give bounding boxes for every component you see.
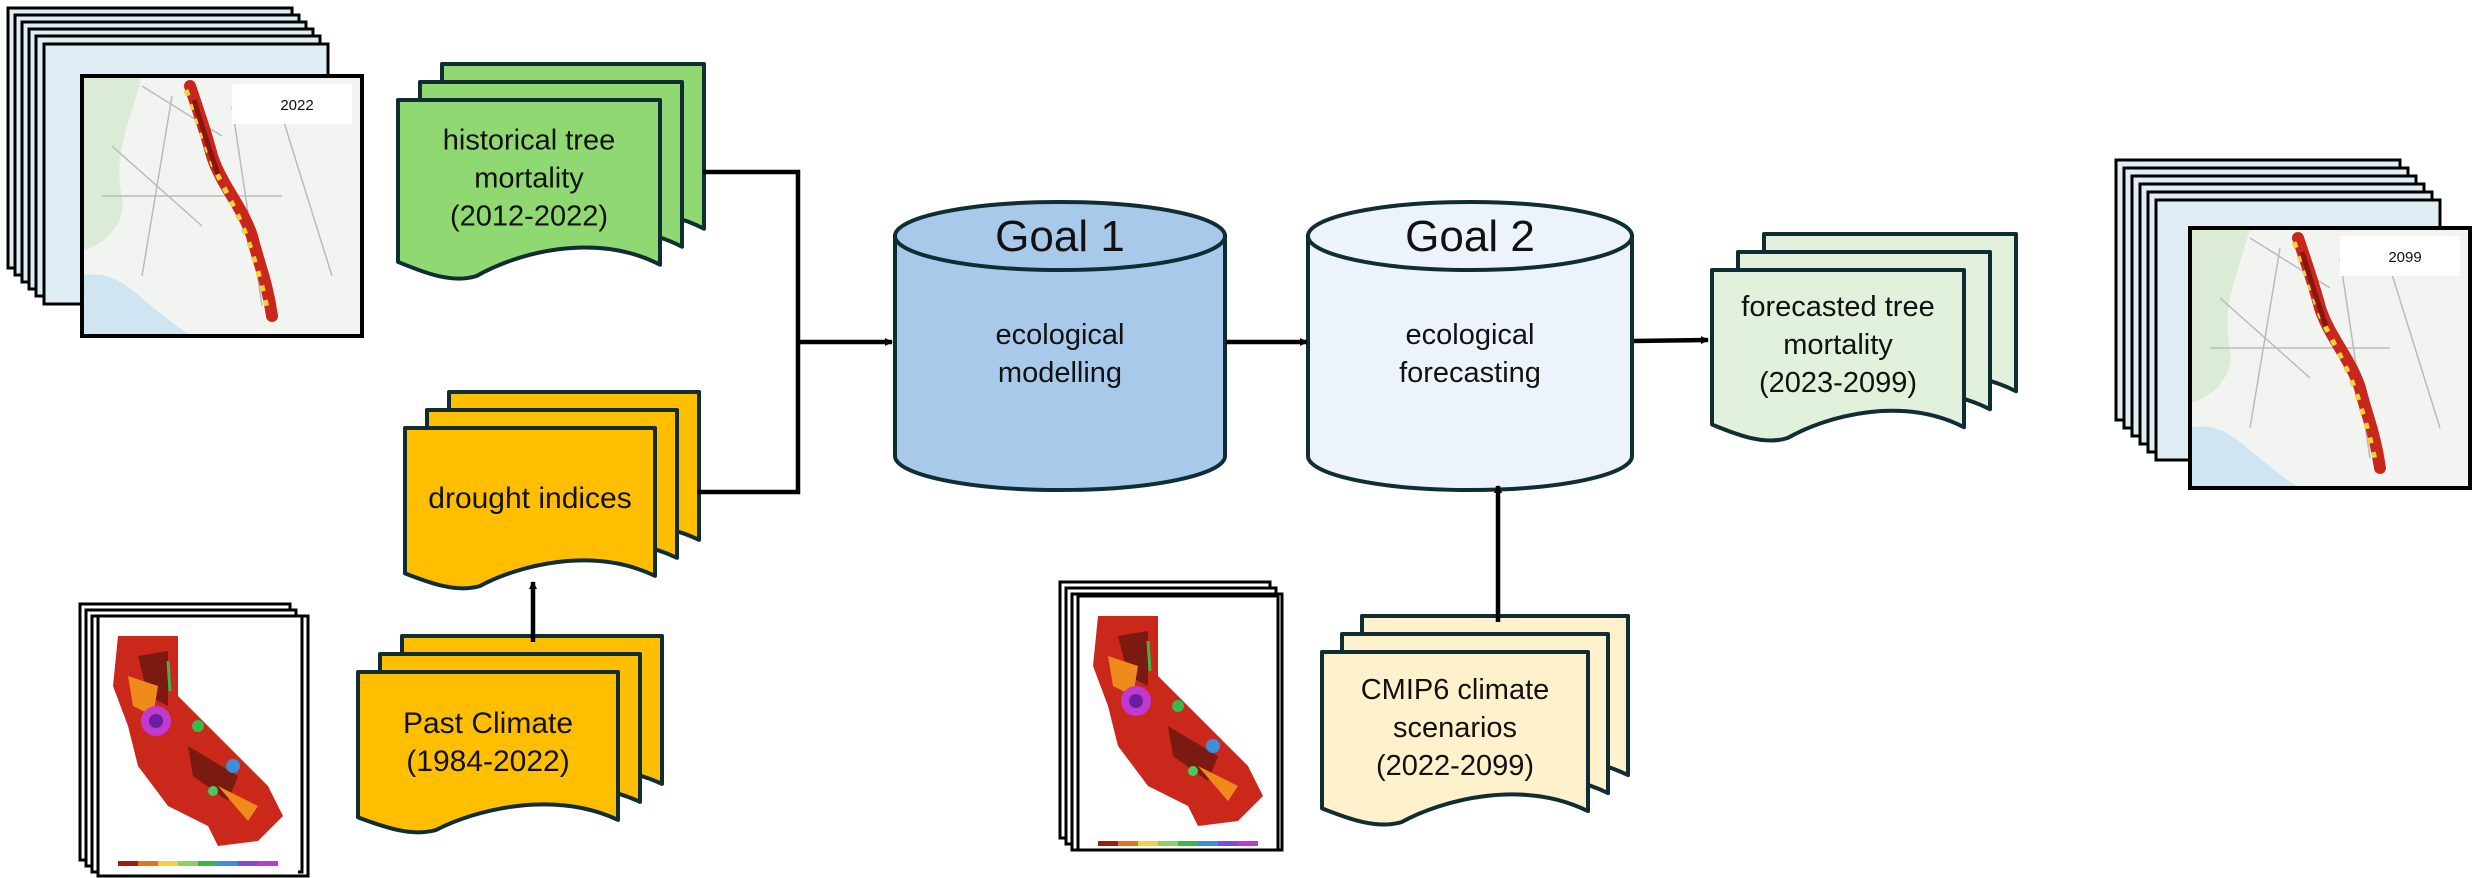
doc-label-line: (1984-2022): [406, 745, 569, 778]
connector-drought-to-merge: [697, 342, 801, 495]
doc-historical-mortality: historical tree mortality (2012-2022): [396, 62, 706, 281]
doc-label-line: (2023-2099): [1759, 367, 1917, 399]
mortality-map-2099: 2099: [2190, 228, 2470, 488]
doc-sheet: [403, 426, 657, 591]
cylinder-label-line: modelling: [998, 357, 1122, 389]
cylinder-label-line: ecological: [996, 319, 1125, 351]
forecast-mortality-map-stack: 2099: [2114, 158, 2470, 488]
map-year-label: 2022: [280, 97, 313, 114]
doc-cmip6-scenarios: CMIP6 climate scenarios (2022-2099): [1320, 614, 1630, 827]
map-year-label: 2099: [2388, 249, 2421, 266]
connectors: [529, 169, 1709, 642]
doc-sheet: [356, 670, 620, 835]
cylinder-title: Goal 2: [1405, 212, 1535, 261]
cylinder-top: [893, 200, 1227, 272]
past-climate-map-stack: [78, 602, 310, 878]
doc-label-line: scenarios: [1393, 712, 1517, 744]
cylinder-label-line: ecological: [1406, 319, 1535, 351]
doc-sheet: [1320, 650, 1590, 827]
cylinder-body: [1306, 234, 1634, 492]
arrow-goal2-to-forecasted: [1633, 336, 1709, 345]
doc-past-climate: Past Climate (1984-2022): [356, 634, 664, 835]
future-climate-map-stack: [1058, 580, 1284, 858]
cylinder-top: [1306, 200, 1634, 272]
doc-label-line: (2022-2099): [1376, 750, 1534, 782]
doc-label-line: drought indices: [428, 482, 631, 515]
cylinder-title: Goal 1: [995, 212, 1125, 261]
mortality-map-2022: 2022: [82, 76, 362, 336]
past-climate-map: [96, 614, 310, 878]
cylinder-label-line: forecasting: [1399, 357, 1541, 389]
doc-label-line: mortality: [1783, 329, 1893, 361]
connector-historical-to-merge: [703, 169, 801, 342]
cylinder-goal1: Goal 1 ecological modelling: [893, 200, 1227, 492]
doc-label-line: forecasted tree: [1741, 291, 1934, 323]
cylinder-goal2: Goal 2 ecological forecasting: [1306, 200, 1634, 492]
doc-label-line: Past Climate: [403, 707, 573, 740]
historical-mortality-map-stack: 2022: [6, 6, 362, 336]
cylinder-body: [893, 234, 1227, 492]
doc-label-line: (2012-2022): [450, 201, 608, 233]
doc-label-line: mortality: [474, 163, 584, 195]
doc-label-line: historical tree: [443, 125, 615, 157]
doc-drought-indices: drought indices: [403, 390, 701, 591]
doc-forecasted-mortality: forecasted tree mortality (2023-2099): [1710, 232, 2018, 443]
doc-label-line: CMIP6 climate: [1361, 674, 1550, 706]
doc-sheet: [396, 98, 662, 281]
doc-sheet: [1710, 268, 1966, 443]
future-climate-map: [1076, 594, 1280, 858]
